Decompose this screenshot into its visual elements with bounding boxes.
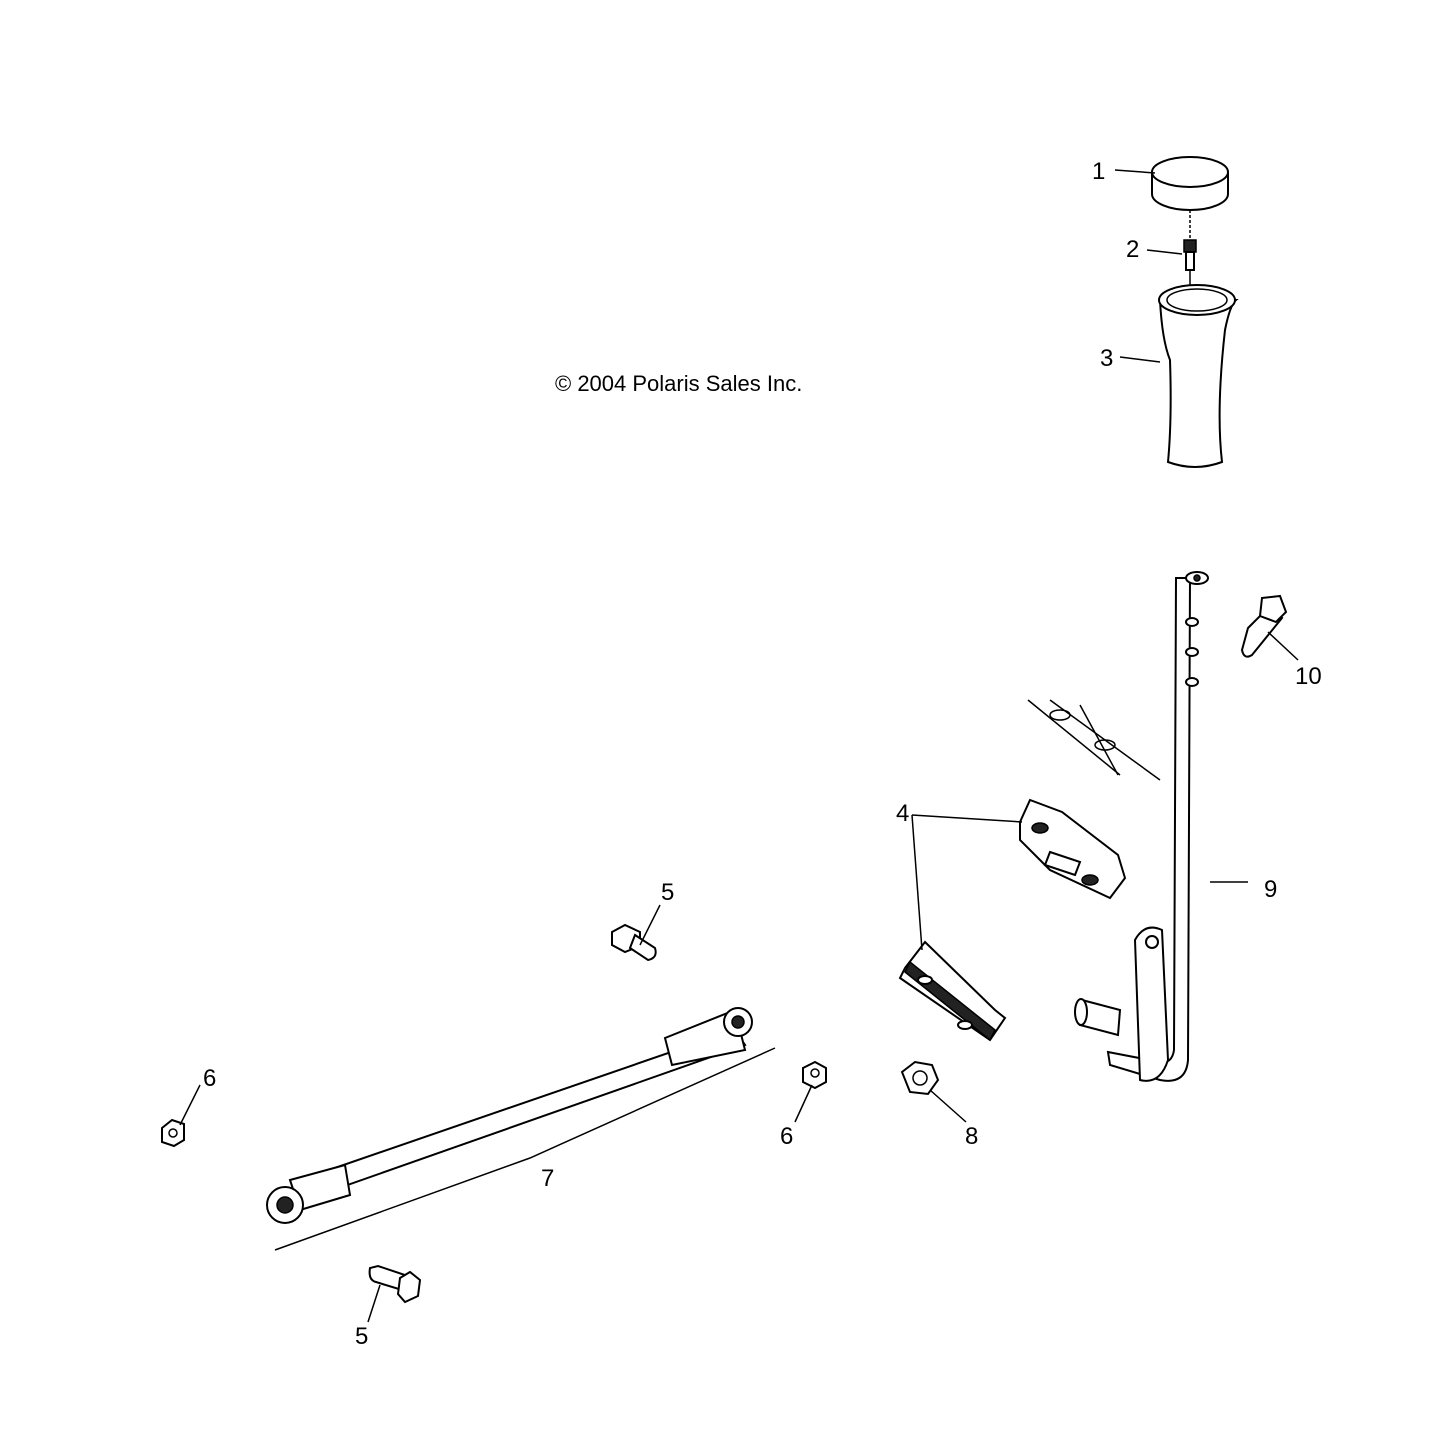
callout-6-left: 6 [203,1065,216,1092]
part-5-bolt-upper [611,923,657,962]
callout-10: 10 [1295,663,1322,690]
callout-5-upper: 5 [661,879,674,906]
part-1-knob-cap [1151,156,1229,240]
callout-2: 2 [1126,236,1139,263]
callout-6-center: 6 [780,1123,793,1150]
part-4-pivot-block-lower [898,940,1007,1042]
part-3-shift-handle [1158,284,1239,468]
callout-7: 7 [541,1165,554,1192]
callout-8: 8 [965,1123,978,1150]
callout-5-lower: 5 [355,1323,368,1350]
part-6-nut-left [161,1118,185,1148]
part-7-tie-rod [266,1007,776,1251]
leader-lines [179,169,1299,1323]
part-4-pivot-block-upper [1019,798,1127,900]
part-8-lock-nut [900,1060,940,1096]
callout-3: 3 [1100,345,1113,372]
part-9-shift-lever [1074,571,1209,1082]
callout-1: 1 [1092,158,1105,185]
callout-4: 4 [896,800,909,827]
part-6-nut-center [802,1060,827,1090]
copyright-text: © 2004 Polaris Sales Inc. [555,371,802,396]
part-5-bolt-lower [368,1264,422,1304]
callout-9: 9 [1264,876,1277,903]
part-10-bolt [1240,594,1288,658]
frame-lines [1027,699,1161,781]
